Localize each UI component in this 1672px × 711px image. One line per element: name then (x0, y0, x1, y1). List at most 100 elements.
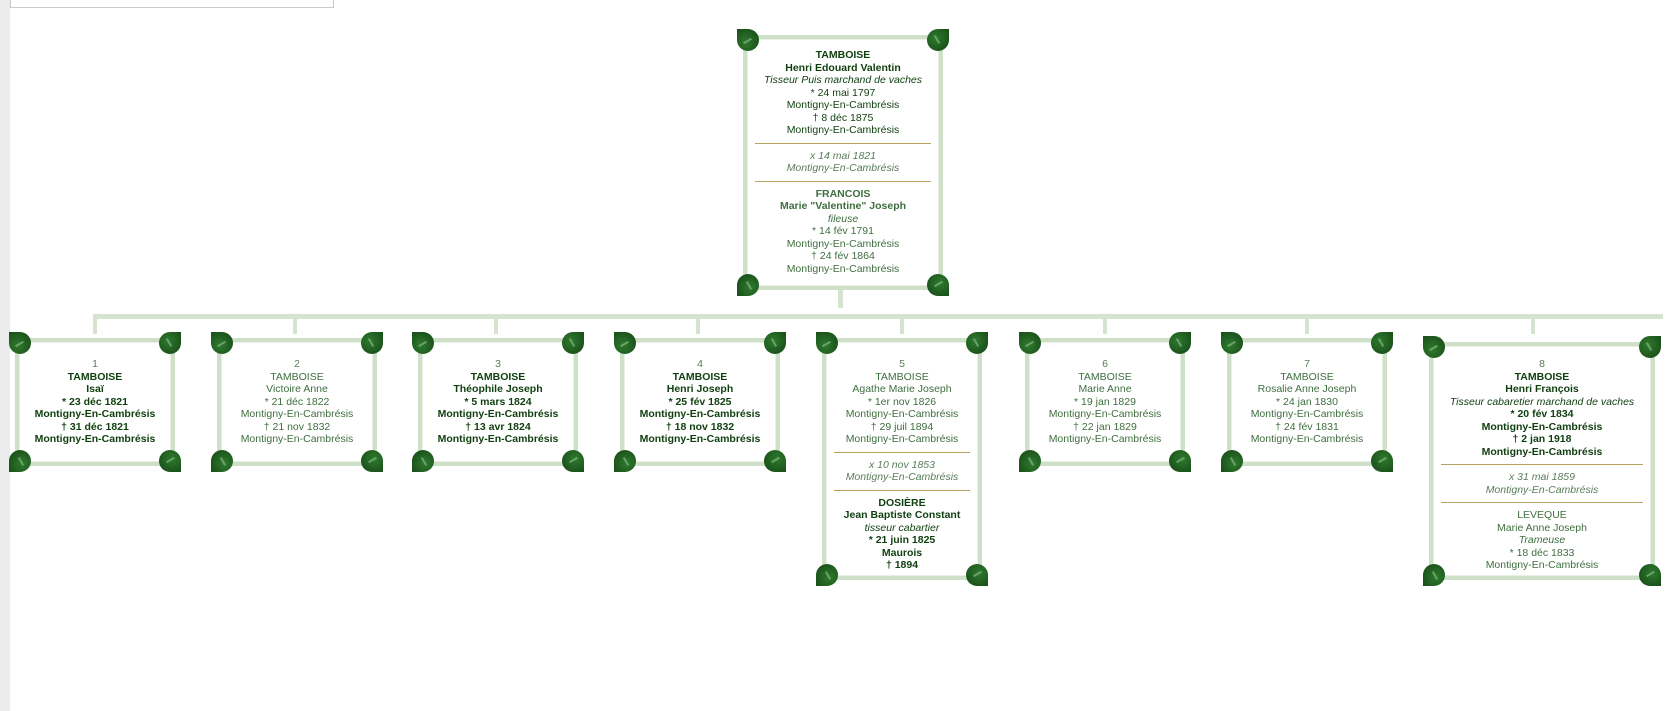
marriage-date: x 31 mai 1859 (1509, 471, 1575, 483)
connector-vertical-child (1531, 314, 1535, 334)
child-card[interactable]: 2 TAMBOISE Victoire Anne * 21 déc 1822 M… (211, 332, 383, 472)
wife-birth-place: Montigny-En-Cambrésis (786, 237, 900, 250)
husband-surname: TAMBOISE (815, 49, 871, 61)
spouse-birth-place: Maurois (881, 546, 923, 559)
child-surname: TAMBOISE (67, 370, 123, 383)
wife-birth: * 14 fév 1791 (812, 225, 874, 237)
child-surname: TAMBOISE (270, 370, 324, 383)
child-death-place: Montigny-En-Cambrésis (34, 433, 156, 445)
child-birth: * 21 déc 1822 (264, 395, 330, 408)
child-card[interactable]: 6 TAMBOISE Marie Anne * 19 jan 1829 Mont… (1019, 332, 1191, 472)
child-card[interactable]: 3 TAMBOISE Théophile Joseph * 5 mars 182… (412, 332, 584, 472)
child-given-name: Rosalie Anne Joseph (1257, 383, 1357, 395)
child-number: 1 (92, 358, 98, 370)
child-birth: * 5 mars 1824 (464, 395, 532, 408)
husband-occupation: Tisseur Puis marchand de vaches (763, 74, 923, 86)
child-birth-place: Montigny-En-Cambrésis (240, 408, 354, 420)
connector-vertical-child (900, 314, 904, 334)
child-given-name: Henri François (1505, 383, 1579, 395)
separator (755, 180, 931, 182)
child-card[interactable]: 5 TAMBOISE Agathe Marie Joseph * 1er nov… (816, 332, 988, 586)
child-occupation: Tisseur cabaretier marchand de vaches (1449, 395, 1635, 408)
left-gutter (0, 0, 10, 711)
spouse-birth: * 21 juin 1825 (868, 534, 936, 546)
leaf-icon (159, 332, 181, 354)
child-birth: * 19 jan 1829 (1074, 395, 1136, 408)
spouse-death: † 1894 (885, 559, 919, 571)
child-death-place: Montigny-En-Cambrésis (437, 433, 559, 445)
leaf-icon (1221, 450, 1243, 472)
leaf-icon (764, 450, 786, 472)
separator (834, 451, 970, 453)
child-birth-place: Montigny-En-Cambrésis (1250, 408, 1364, 420)
child-number: 8 (1539, 358, 1545, 370)
child-birth-place: Montigny-En-Cambrésis (437, 408, 559, 420)
marriage-date: x 14 mai 1821 (810, 149, 876, 162)
parents-card[interactable]: TAMBOISE Henri Edouard Valentin Tisseur … (737, 29, 949, 296)
leaf-icon (614, 450, 636, 472)
child-birth-place: Montigny-En-Cambrésis (1481, 420, 1603, 433)
wife-occupation: fileuse (827, 212, 859, 225)
child-death: † 22 jan 1829 (1073, 420, 1137, 433)
child-number: 3 (495, 358, 501, 370)
husband-birth: * 24 mai 1797 (810, 86, 876, 99)
connector-vertical-child (494, 314, 498, 334)
child-death-place: Montigny-En-Cambrésis (1048, 433, 1162, 445)
wife-given-name: Marie "Valentine" Joseph (779, 200, 907, 212)
marriage-place: Montigny-En-Cambrésis (786, 162, 900, 174)
spouse-given-name: Marie Anne Joseph (1497, 521, 1587, 534)
husband-death-place: Montigny-En-Cambrésis (786, 124, 900, 136)
leaf-icon (159, 450, 181, 472)
connector-vertical-child (1305, 314, 1309, 334)
child-number: 5 (899, 358, 905, 370)
child-surname: TAMBOISE (875, 370, 929, 383)
child-number: 2 (294, 358, 300, 370)
child-given-name: Théophile Joseph (453, 383, 543, 395)
separator (755, 142, 931, 144)
child-death-place: Montigny-En-Cambrésis (639, 433, 761, 445)
spouse-birth-place: Montigny-En-Cambrésis (1485, 559, 1599, 571)
child-death: † 29 juil 1894 (870, 420, 934, 433)
leaf-icon (412, 450, 434, 472)
connector-vertical-child (1103, 314, 1107, 334)
child-death: † 21 nov 1832 (263, 420, 331, 433)
spouse-given-name: Jean Baptiste Constant (843, 509, 961, 521)
child-card[interactable]: 4 TAMBOISE Henri Joseph * 25 fév 1825 Mo… (614, 332, 786, 472)
child-given-name: Agathe Marie Joseph (852, 383, 952, 395)
connector-vertical-child (93, 314, 97, 334)
child-birth: * 1er nov 1826 (867, 395, 937, 408)
husband-birth-place: Montigny-En-Cambrésis (786, 99, 900, 111)
child-birth-place: Montigny-En-Cambrésis (845, 408, 959, 420)
marriage-date: x 10 nov 1853 (869, 458, 935, 471)
husband-death: † 8 déc 1875 (812, 111, 874, 124)
child-death: † 18 nov 1832 (665, 420, 735, 433)
leaf-icon (1019, 450, 1041, 472)
child-death-place: Montigny-En-Cambrésis (1250, 433, 1364, 445)
spouse-surname: DOSIÈRE (878, 496, 926, 509)
child-death-place: Montigny-En-Cambrésis (845, 433, 959, 445)
leaf-icon (562, 332, 584, 354)
separator (1441, 464, 1643, 465)
marriage-place: Montigny-En-Cambrésis (845, 471, 959, 483)
leaf-icon (361, 450, 383, 472)
child-death-place: Montigny-En-Cambrésis (1481, 445, 1603, 458)
leaf-icon (927, 29, 949, 51)
child-birth: * 25 fév 1825 (668, 395, 732, 408)
spouse-occupation: tisseur cabartier (864, 521, 940, 534)
child-card[interactable]: 1 TAMBOISE Isaï * 23 déc 1821 Montigny-E… (9, 332, 181, 472)
leaf-icon (211, 450, 233, 472)
child-surname: TAMBOISE (1280, 370, 1334, 383)
child-death: † 2 jan 1918 (1512, 433, 1572, 445)
spouse-surname: LEVEQUE (1517, 509, 1567, 521)
child-birth: * 20 fév 1834 (1510, 408, 1574, 420)
connector-vertical-child (696, 314, 700, 334)
search-input[interactable] (10, 0, 334, 8)
child-death: † 13 avr 1824 (465, 420, 531, 433)
child-card[interactable]: 7 TAMBOISE Rosalie Anne Joseph * 24 jan … (1221, 332, 1393, 472)
child-card[interactable]: 8 TAMBOISE Henri François Tisseur cabare… (1423, 336, 1661, 586)
leaf-icon (9, 450, 31, 472)
child-surname: TAMBOISE (1078, 370, 1132, 383)
child-surname: TAMBOISE (1514, 370, 1570, 383)
child-death: † 24 fév 1831 (1275, 420, 1339, 433)
child-birth: * 23 déc 1821 (62, 395, 128, 408)
